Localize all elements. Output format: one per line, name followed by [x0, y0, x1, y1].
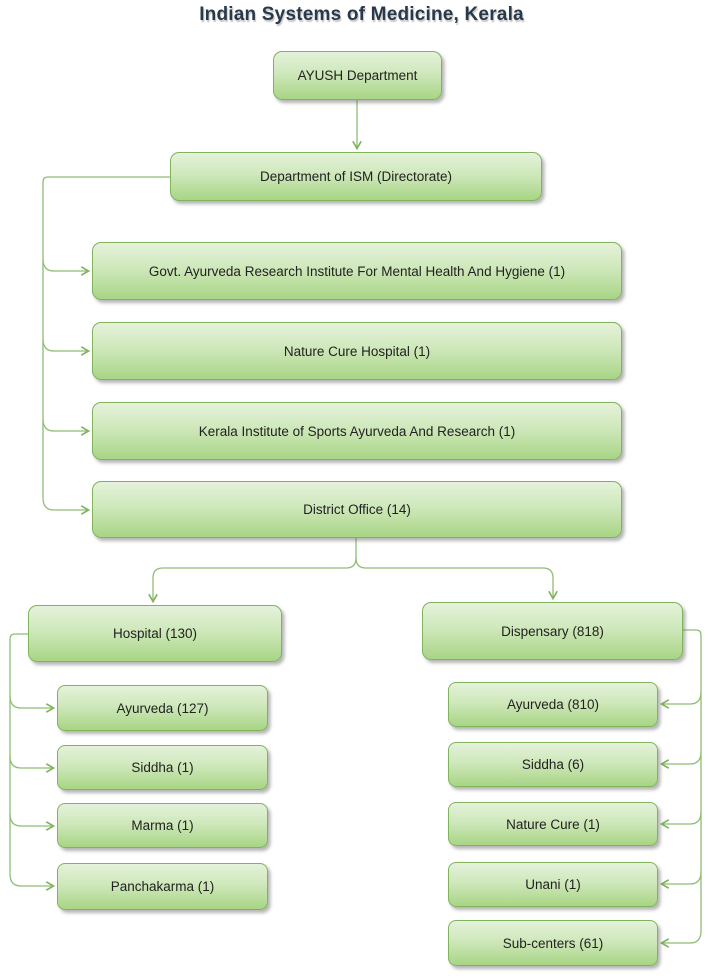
- connector-district-hospital: [148, 538, 357, 604]
- node-dispensary-siddha: Siddha (6): [448, 742, 658, 787]
- node-dispensary-nature-cure: Nature Cure (1): [448, 802, 658, 846]
- connector-dispensary-unani: [659, 871, 702, 889]
- connector-hospital-trunk: [9, 633, 28, 874]
- connector-hospital-siddha: [9, 755, 56, 773]
- node-research-institute: Govt. Ayurveda Research Institute For Me…: [92, 242, 622, 300]
- connector-district-dispensary: [355, 557, 558, 601]
- connector-ism-sports: [42, 418, 91, 436]
- connector-hospital-marma: [9, 813, 56, 831]
- diagram-title: Indian Systems of Medicine, Kerala: [199, 4, 524, 25]
- node-dispensary-sub-centers: Sub-centers (61): [448, 920, 658, 966]
- node-dispensary: Dispensary (818): [422, 602, 683, 660]
- connector-dispensary-siddha: [659, 751, 702, 769]
- connector-hospital-ayurveda: [9, 695, 56, 713]
- node-district-office: District Office (14): [92, 481, 622, 538]
- connector-dispensary-ayurveda: [659, 691, 702, 709]
- node-hospital-panchakarma: Panchakarma (1): [57, 863, 268, 910]
- node-hospital-siddha: Siddha (1): [57, 745, 268, 790]
- node-ayush-department: AYUSH Department: [273, 51, 442, 100]
- connector-dispensary-naturecure: [659, 811, 702, 829]
- connector-ism-naturecure: [42, 338, 91, 356]
- node-dispensary-ayurveda: Ayurveda (810): [448, 682, 658, 727]
- connector-ism-trunk: [42, 176, 170, 498]
- node-nature-cure-hospital: Nature Cure Hospital (1): [92, 322, 622, 380]
- node-sports-ayurveda: Kerala Institute of Sports Ayurveda And …: [92, 402, 622, 460]
- connector-dispensary-trunk: [683, 629, 702, 931]
- node-hospital-ayurveda: Ayurveda (127): [57, 685, 268, 731]
- connector-dispensary-subcenters: [659, 930, 702, 948]
- node-hospital: Hospital (130): [28, 605, 282, 662]
- connector-ism-district: [42, 497, 91, 515]
- node-hospital-marma: Marma (1): [57, 803, 268, 848]
- connector-ism-research: [42, 258, 91, 276]
- node-dispensary-unani: Unani (1): [448, 862, 658, 907]
- connector-hospital-panchakarma: [9, 873, 56, 891]
- node-ism-directorate: Department of ISM (Directorate): [170, 152, 542, 201]
